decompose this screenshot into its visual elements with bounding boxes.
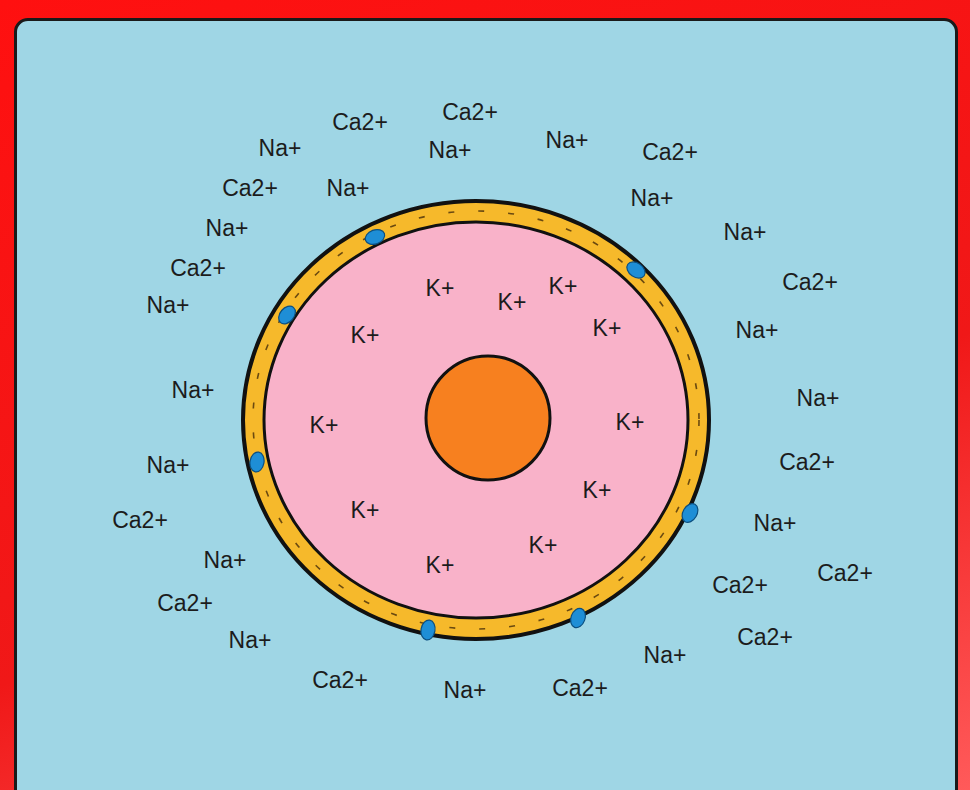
- ion-label: Ca2+: [157, 592, 213, 615]
- ion-label: Na+: [204, 549, 247, 572]
- ion-label: Ca2+: [737, 626, 793, 649]
- ion-label: Na+: [644, 644, 687, 667]
- ion-label: K+: [616, 411, 645, 434]
- ion-label: Na+: [429, 139, 472, 162]
- ion-label: Na+: [736, 319, 779, 342]
- ion-label: K+: [529, 534, 558, 557]
- ion-label: Na+: [631, 187, 674, 210]
- ion-label: Na+: [754, 512, 797, 535]
- ion-label: Ca2+: [112, 509, 168, 532]
- ion-label: Ca2+: [332, 111, 388, 134]
- ion-label: K+: [310, 414, 339, 437]
- ion-label: Ca2+: [312, 669, 368, 692]
- ion-label: K+: [549, 275, 578, 298]
- ion-label: Na+: [327, 177, 370, 200]
- ion-label: Na+: [147, 454, 190, 477]
- ion-label: Ca2+: [170, 257, 226, 280]
- ion-label: K+: [351, 324, 380, 347]
- ion-label: Na+: [724, 221, 767, 244]
- ion-label: K+: [351, 499, 380, 522]
- ion-label: K+: [426, 554, 455, 577]
- ion-label: K+: [583, 479, 612, 502]
- ion-label: Na+: [444, 679, 487, 702]
- ion-label: Na+: [229, 629, 272, 652]
- ion-label: Ca2+: [712, 574, 768, 597]
- ion-label: K+: [426, 277, 455, 300]
- ion-label: Ca2+: [442, 101, 498, 124]
- ion-label: K+: [593, 317, 622, 340]
- ion-label: Ca2+: [779, 451, 835, 474]
- ion-label: Na+: [546, 129, 589, 152]
- ion-label: Na+: [172, 379, 215, 402]
- ion-label: K+: [498, 291, 527, 314]
- ion-label: Na+: [147, 294, 190, 317]
- ion-label: Ca2+: [642, 141, 698, 164]
- ion-label: Na+: [259, 137, 302, 160]
- ion-label: Ca2+: [222, 177, 278, 200]
- cell: K+ K+ K+ K+ K+ K+ K+ K+ K+ K+ K+: [240, 198, 712, 642]
- ion-label: Ca2+: [552, 677, 608, 700]
- ion-label: Ca2+: [817, 562, 873, 585]
- ion-label: Ca2+: [782, 271, 838, 294]
- ion-label: Na+: [206, 217, 249, 240]
- ion-label: Na+: [797, 387, 840, 410]
